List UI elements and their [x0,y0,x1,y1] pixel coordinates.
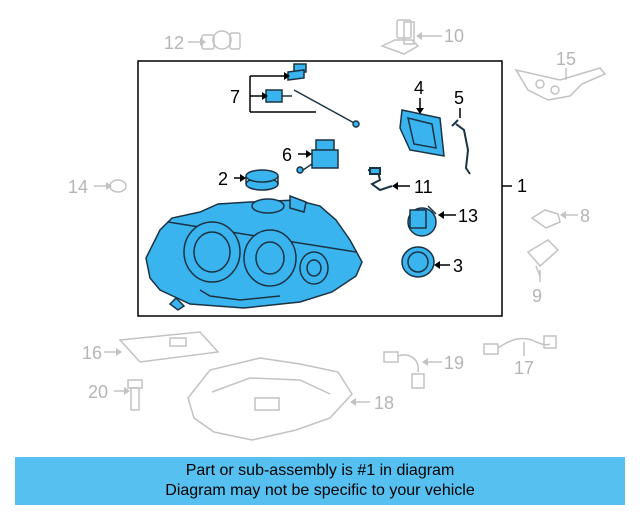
callout-5: 5 [454,88,464,108]
callout-12: 12 [164,33,184,53]
part-5-seal[interactable] [451,119,471,175]
callout-8: 8 [580,206,590,226]
part-4-cover[interactable] [399,109,445,157]
callout-11: 11 [414,177,433,197]
callout-4: 4 [414,78,424,98]
part-19-harness[interactable] [383,351,425,389]
callout-7: 7 [230,87,240,107]
callout-3: 3 [453,256,463,276]
callout-10: 10 [444,26,464,46]
part-10-bulb[interactable] [380,19,420,55]
arrow-14 [106,182,112,190]
callout-15: 15 [556,49,576,69]
part-11-wire[interactable] [367,167,393,192]
part-18-bracket[interactable] [187,357,353,441]
part-7-adjuster[interactable] [265,63,360,128]
disclaimer-line-1: Part or sub-assembly is #1 in diagram [185,462,455,479]
arrow-10 [416,32,422,40]
part-9-bulb[interactable] [526,239,560,277]
arrow-6 [306,150,312,158]
callout-2: 2 [218,169,228,189]
arrow-16 [116,348,122,356]
arrow-3 [434,261,440,269]
part-15-motor[interactable] [514,67,607,101]
disclaimer-line-2: Diagram may not be specific to your vehi… [165,482,475,499]
arrow-2 [240,174,246,182]
callout-20: 20 [88,382,108,402]
callout-17: 17 [514,358,534,378]
parts-diagram: 1 2 3 4 5 6 7 8 9 10 11 12 13 14 15 16 1… [68,19,607,441]
part-16-ballast[interactable] [118,331,220,363]
callout-14: 14 [68,177,88,197]
arrow-7a [284,72,290,80]
arrow-18 [350,398,356,406]
arrow-19 [422,358,428,366]
part-3-ring[interactable] [401,246,435,278]
arrow-4 [416,108,424,114]
arrow-13 [438,211,444,219]
part-17-harness[interactable] [483,335,557,355]
callout-13: 13 [458,206,478,226]
callout-16: 16 [82,343,102,363]
part-12-bulb[interactable] [201,30,241,50]
arrow-20 [124,387,130,395]
assembly-box [137,60,503,317]
part-14-grommet[interactable] [109,179,127,193]
part-6-motor[interactable] [296,139,339,174]
callout-18: 18 [374,393,394,413]
arrow-7b [262,92,268,100]
part-13-socket[interactable] [407,205,437,237]
disclaimer-banner: Part or sub-assembly is #1 in diagram Di… [15,457,625,505]
callout-1: 1 [517,176,527,196]
part-headlamp-housing[interactable] [145,194,363,311]
part-8-socket[interactable] [530,209,561,229]
callout-6: 6 [282,145,292,165]
part-20-bolt[interactable] [127,379,143,411]
callout-9: 9 [532,286,542,306]
arrow-11 [392,182,398,190]
part-2-cap[interactable] [245,169,279,191]
callout-19: 19 [444,353,464,373]
arrow-8 [560,211,566,219]
arrow-12 [200,38,206,46]
